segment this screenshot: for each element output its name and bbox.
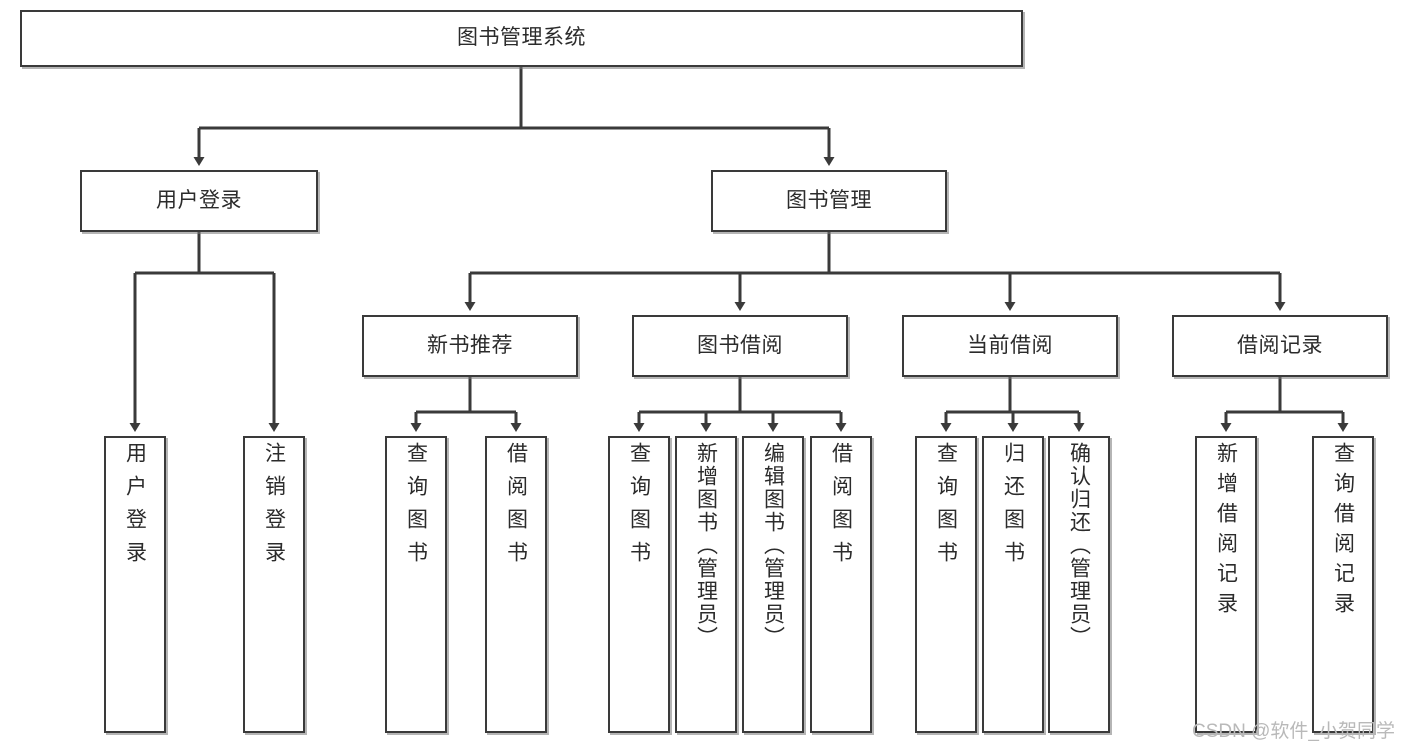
leaf-node-label: 查询图书 [934, 442, 958, 574]
node-current-borrow-label: 当前借阅 [967, 333, 1053, 357]
leaf-node[interactable]: 借阅图书 [485, 436, 547, 733]
node-current-borrow[interactable]: 当前借阅 [902, 315, 1118, 377]
node-user-login[interactable]: 用户登录 [80, 170, 318, 232]
leaf-node-label: 查询图书 [404, 442, 428, 574]
node-borrow-record-label: 借阅记录 [1237, 333, 1323, 357]
node-root-label: 图书管理系统 [457, 26, 586, 50]
leaf-node[interactable]: 确认归还（管理员） [1048, 436, 1110, 733]
leaf-node[interactable]: 注销登录 [243, 436, 305, 733]
leaf-node-label: 确认归还（管理员） [1067, 442, 1091, 649]
leaf-node-label: 注销登录 [262, 442, 286, 574]
leaf-node-label: 查询借阅记录 [1331, 442, 1355, 622]
node-borrow-record[interactable]: 借阅记录 [1172, 315, 1388, 377]
leaf-node[interactable]: 查询图书 [385, 436, 447, 733]
node-book-borrow[interactable]: 图书借阅 [632, 315, 848, 377]
leaf-node-label: 借阅图书 [504, 442, 528, 574]
leaf-node[interactable]: 归还图书 [982, 436, 1044, 733]
leaf-node-label: 新增借阅记录 [1214, 442, 1238, 622]
leaf-node-label: 编辑图书（管理员） [761, 442, 785, 649]
leaf-node-label: 查询图书 [627, 442, 651, 574]
node-new-book-recommend[interactable]: 新书推荐 [362, 315, 578, 377]
leaf-node-label: 归还图书 [1001, 442, 1025, 574]
node-book-borrow-label: 图书借阅 [697, 333, 783, 357]
leaf-node-label: 新增图书（管理员） [694, 442, 718, 649]
leaf-node-label: 用户登录 [123, 442, 147, 574]
leaf-node[interactable]: 查询借阅记录 [1312, 436, 1374, 733]
node-book-management-label: 图书管理 [786, 188, 872, 212]
leaf-node[interactable]: 借阅图书 [810, 436, 872, 733]
leaf-node[interactable]: 编辑图书（管理员） [742, 436, 804, 733]
leaf-node[interactable]: 用户登录 [104, 436, 166, 733]
leaf-node[interactable]: 新增图书（管理员） [675, 436, 737, 733]
node-user-login-label: 用户登录 [156, 188, 242, 212]
node-new-book-recommend-label: 新书推荐 [427, 333, 513, 357]
node-book-management[interactable]: 图书管理 [711, 170, 947, 232]
leaf-node[interactable]: 新增借阅记录 [1195, 436, 1257, 733]
node-root[interactable]: 图书管理系统 [20, 10, 1023, 67]
leaf-node[interactable]: 查询图书 [915, 436, 977, 733]
leaf-node[interactable]: 查询图书 [608, 436, 670, 733]
leaf-node-label: 借阅图书 [829, 442, 853, 574]
